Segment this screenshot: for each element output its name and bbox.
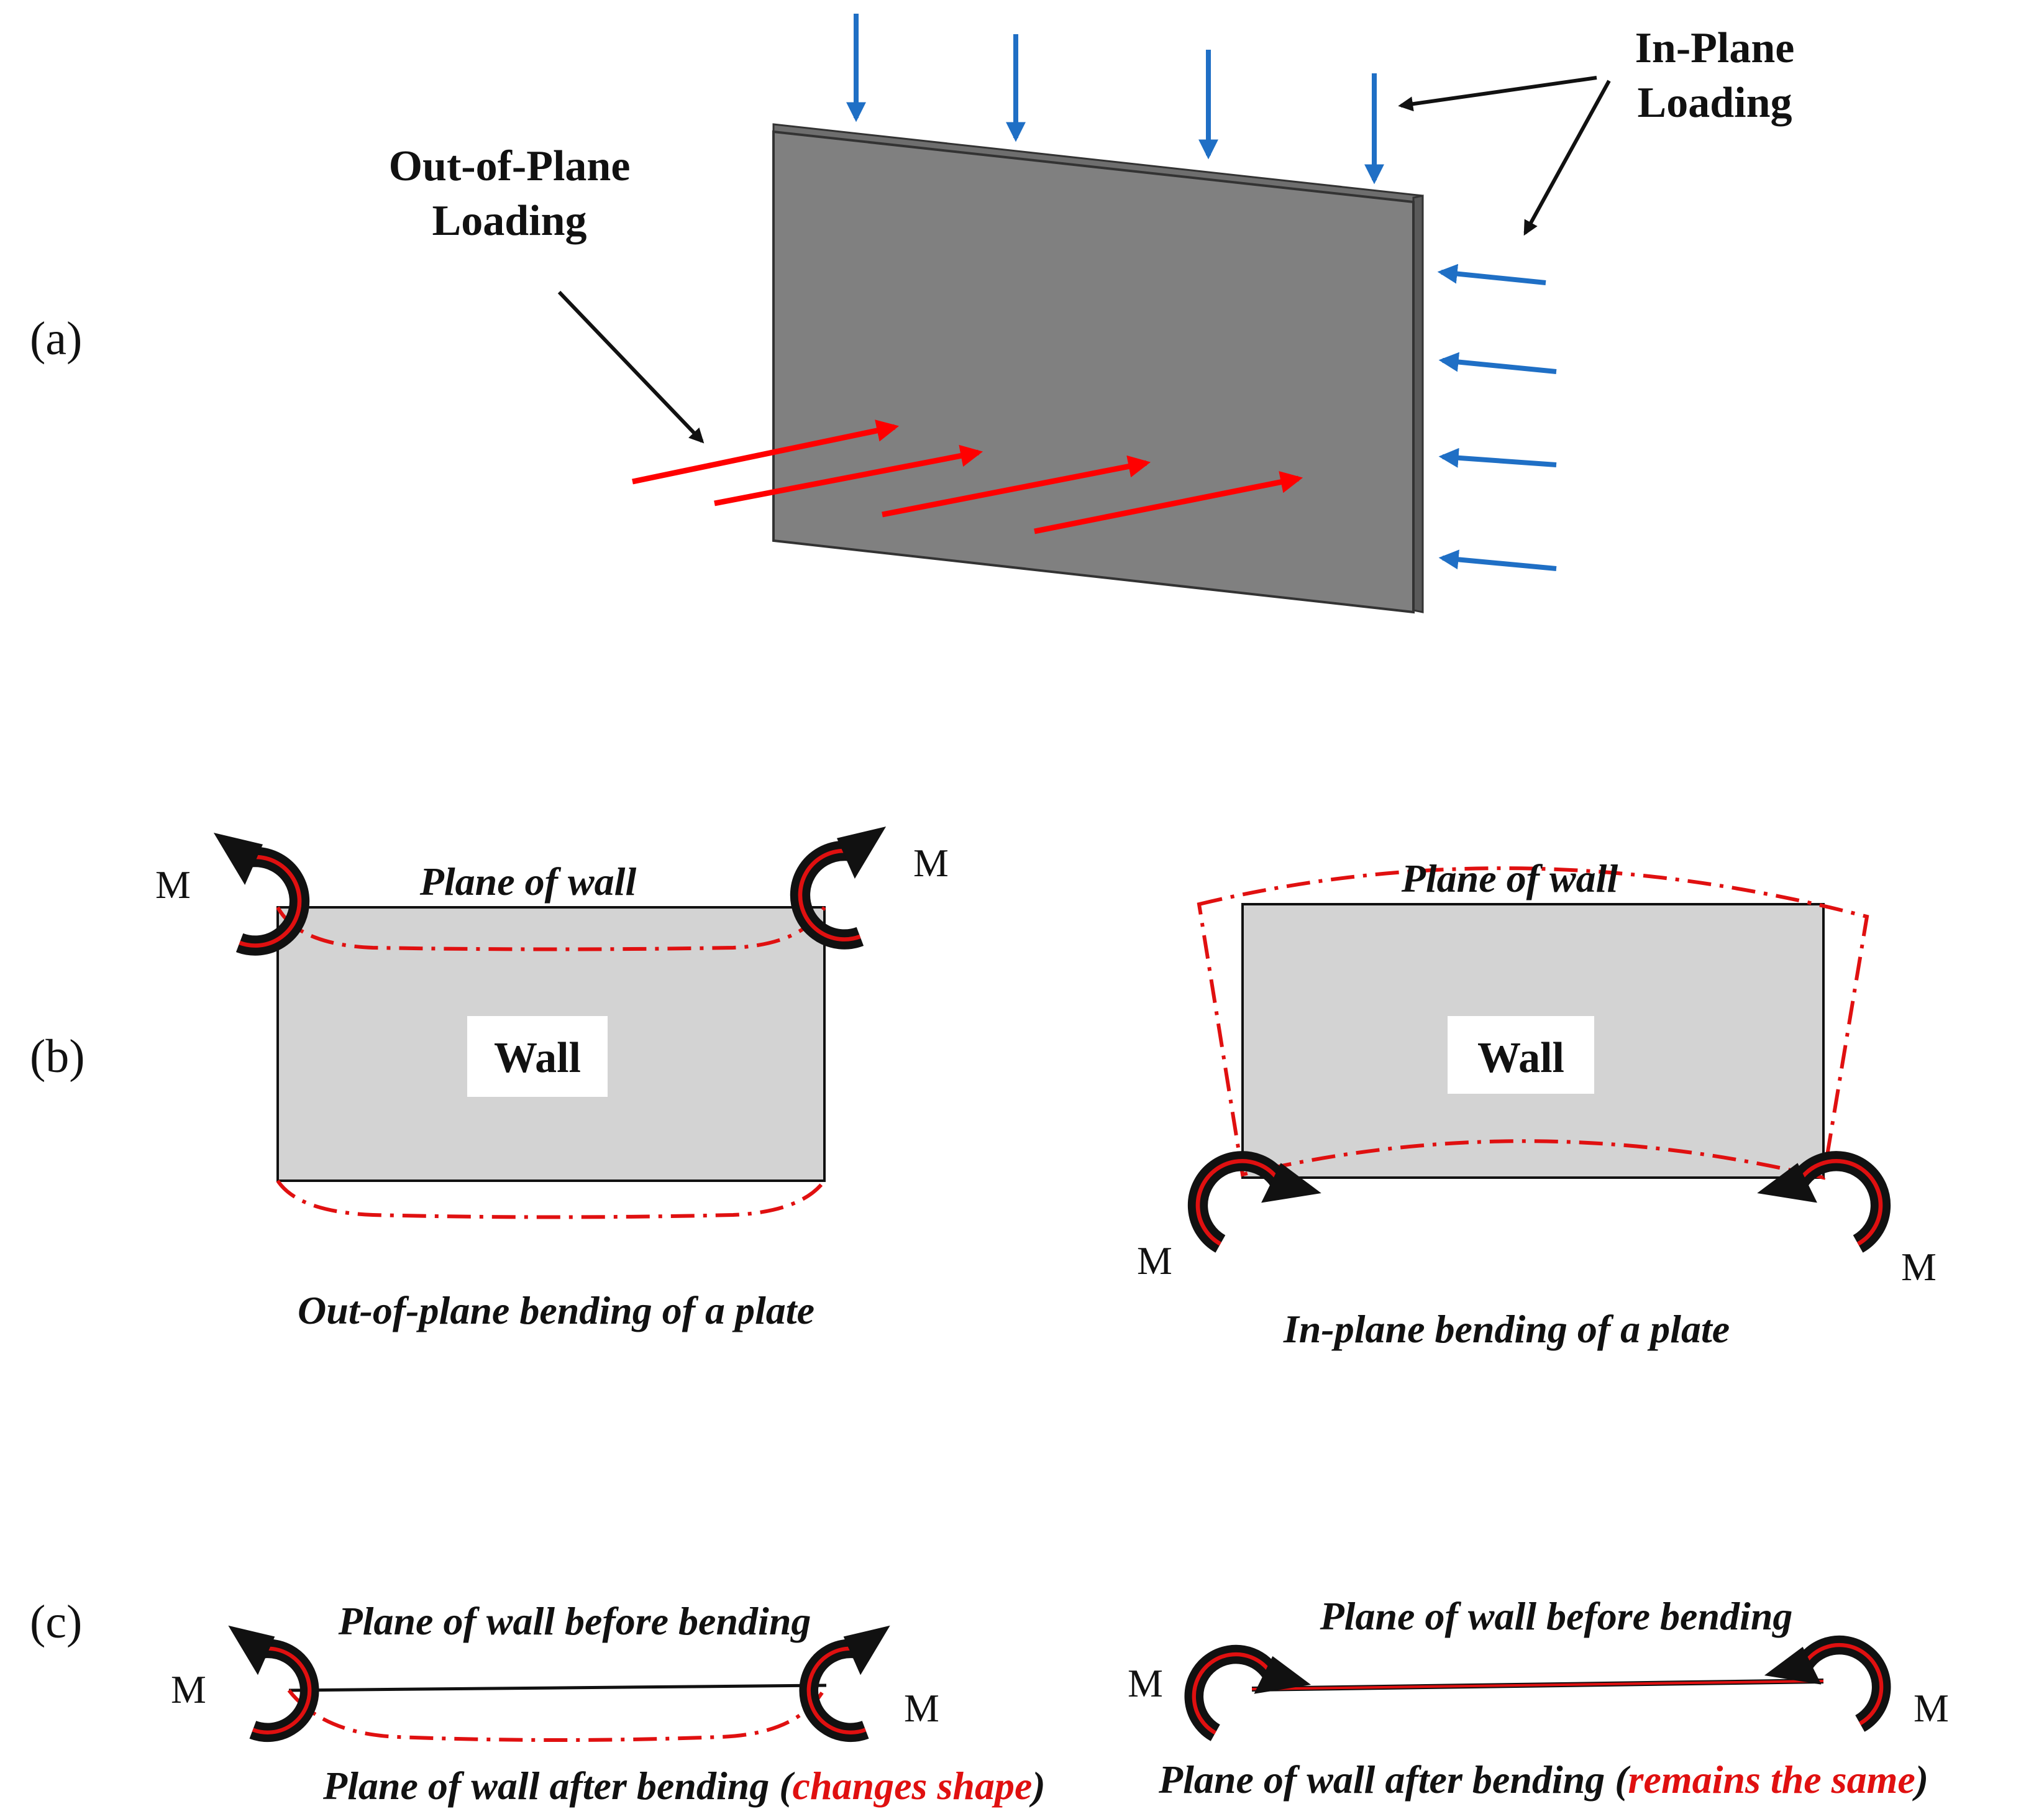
out-of-plane-arrow-4 [1034,470,1303,534]
c-left-after-text: Plane of wall after bending ( [322,1764,795,1808]
c-left-diagram: Plane of wall before bending M M Plane o… [171,1599,1046,1808]
b-left-wall-label-box [467,1016,608,1097]
in-plane-label-line2: Loading [1638,79,1792,127]
c-left-after-label: Plane of wall after bending (changes sha… [322,1764,1046,1808]
wall-3d [772,123,1424,614]
b-right-wall-label-box [1448,1016,1594,1094]
moment-icon [198,1620,325,1744]
c-right-after-highlight: remains the same [1628,1757,1915,1802]
wall-face [772,130,1415,614]
c-left-moment-left: M [171,1667,206,1711]
b-left-diagram: Wall Plane of wall M M Out-of-plane bend… [155,821,949,1332]
out-of-plane-arrow-3 [882,455,1151,518]
b-left-plane-label: Plane of wall [419,859,637,904]
b-left-moment-right: M [913,841,949,885]
b-right-wall-label: Wall [1477,1034,1564,1082]
in-plane-side-arrow-4 [1438,549,1557,571]
b-left-caption: Out-of-plane bending of a plate [298,1288,814,1332]
c-right-after-close: ) [1912,1757,1928,1802]
in-plane-side-arrow-2 [1438,352,1557,374]
c-right-deformed-line [1251,1680,1824,1690]
c-left-before-label: Plane of wall before bending [338,1599,811,1643]
in-plane-side-arrow-3 [1438,447,1557,468]
in-plane-side-arrow-1 [1437,263,1546,285]
in-plane-pointer-2 [1523,80,1611,236]
out-of-plane-arrow-1 [632,419,900,485]
wall-right-edge [1412,195,1424,613]
c-left-deformed-line [287,1684,828,1742]
b-left-moment-left: M [155,863,191,907]
in-plane-top-arrows [846,14,1384,185]
in-plane-label-line1: In-Plane [1635,24,1795,72]
c-right-before-label: Plane of wall before bending [1320,1594,1793,1638]
out-of-plane-label-line2: Loading [432,197,587,245]
b-right-deformed-shape [1197,866,1869,1180]
c-left-moment-right: M [904,1686,939,1730]
b-right-caption: In-plane bending of a plate [1283,1307,1730,1351]
c-right-after-label: Plane of wall after bending (remains the… [1158,1757,1928,1802]
c-left-after-close: ) [1029,1764,1045,1808]
out-of-plane-arrow-2 [714,444,983,506]
moment-icon [1761,1620,1896,1753]
panel-label-a: (a) [30,313,82,365]
c-right-after-text: Plane of wall after bending ( [1158,1757,1631,1802]
b-left-deformed-bottom [276,1180,826,1219]
in-plane-pointer-1 [1398,76,1597,112]
b-left-wall-label: Wall [494,1034,581,1082]
c-right-diagram: Plane of wall before bending M M Plane o… [1128,1594,1949,1802]
c-right-moment-left: M [1128,1661,1163,1705]
out-of-plane-pointer [557,290,705,444]
panel-label-b: (b) [30,1030,85,1083]
in-plane-side-arrows [1437,263,1557,571]
moment-icon [1179,1629,1313,1762]
c-left-after-highlight: changes shape [793,1764,1033,1808]
c-right-moment-right: M [1914,1686,1949,1730]
b-right-diagram: Wall Plane of wall M M In-plane bending … [1137,856,1937,1351]
b-left-deformed-top [276,906,826,951]
moment-icon [793,1620,921,1744]
out-of-plane-label-line1: Out-of-Plane [389,142,631,190]
b-right-moment-right: M [1901,1245,1937,1289]
b-right-plane-label: Plane of wall [1401,856,1618,900]
panel-label-c: (c) [30,1596,82,1648]
b-right-moment-left: M [1137,1239,1172,1283]
out-of-plane-arrows [632,419,1303,534]
c-left-wall-line [288,1683,827,1692]
